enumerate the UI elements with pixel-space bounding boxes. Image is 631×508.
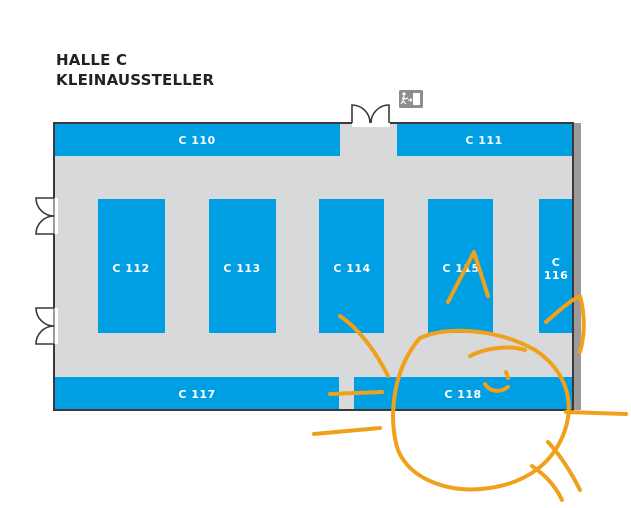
booth-label-c116-line1: C	[552, 256, 561, 269]
booth-c117[interactable]	[54, 377, 339, 410]
booth-c114[interactable]	[319, 199, 384, 333]
booth-label-c110: C 110	[178, 134, 215, 147]
booth-label-c111: C 111	[465, 134, 502, 147]
booth-label-c117: C 117	[178, 388, 215, 401]
booth-c112[interactable]	[98, 199, 165, 333]
booth-label-c112: C 112	[112, 262, 149, 275]
booth-c110[interactable]	[54, 123, 340, 156]
hall-name: HALLE C	[56, 51, 128, 69]
booth-label-c115: C 115	[442, 262, 479, 275]
booth-c116[interactable]	[539, 199, 573, 333]
sun-doodle-ray	[564, 410, 628, 416]
sun-doodle-annotation	[312, 250, 628, 502]
booth-c111[interactable]	[397, 123, 573, 156]
booth-c115[interactable]	[428, 199, 493, 333]
sun-doodle-brow	[468, 345, 527, 358]
booth-label-c113: C 113	[223, 262, 260, 275]
sun-doodle-ray	[546, 440, 582, 492]
booth-c113[interactable]	[209, 199, 276, 333]
emergency-exit-icon	[399, 90, 423, 108]
booth-c118[interactable]	[354, 377, 573, 410]
hall-walls	[53, 122, 574, 411]
sun-doodle-ray	[338, 314, 390, 378]
hall-subtitle: KLEINAUSSTELLER	[56, 71, 215, 89]
double-door-icon	[351, 104, 390, 124]
sun-doodle-ray	[328, 390, 384, 396]
booth-label-c116-line2: 116	[544, 269, 568, 282]
booth-label-c114: C 114	[333, 262, 370, 275]
sun-doodle-eye	[504, 370, 510, 380]
double-door-icon	[35, 197, 55, 235]
double-door-icon	[35, 307, 55, 345]
sun-doodle-ray	[312, 426, 382, 436]
sun-doodle-ray	[530, 464, 564, 502]
hall-title: HALLE C KLEINAUSSTELLER	[56, 50, 214, 90]
sun-doodle-mouth	[483, 382, 510, 393]
sun-doodle-ray	[446, 250, 490, 304]
side-wall	[573, 123, 581, 410]
sun-doodle-ray	[544, 294, 586, 354]
booth-label-c118: C 118	[444, 388, 481, 401]
